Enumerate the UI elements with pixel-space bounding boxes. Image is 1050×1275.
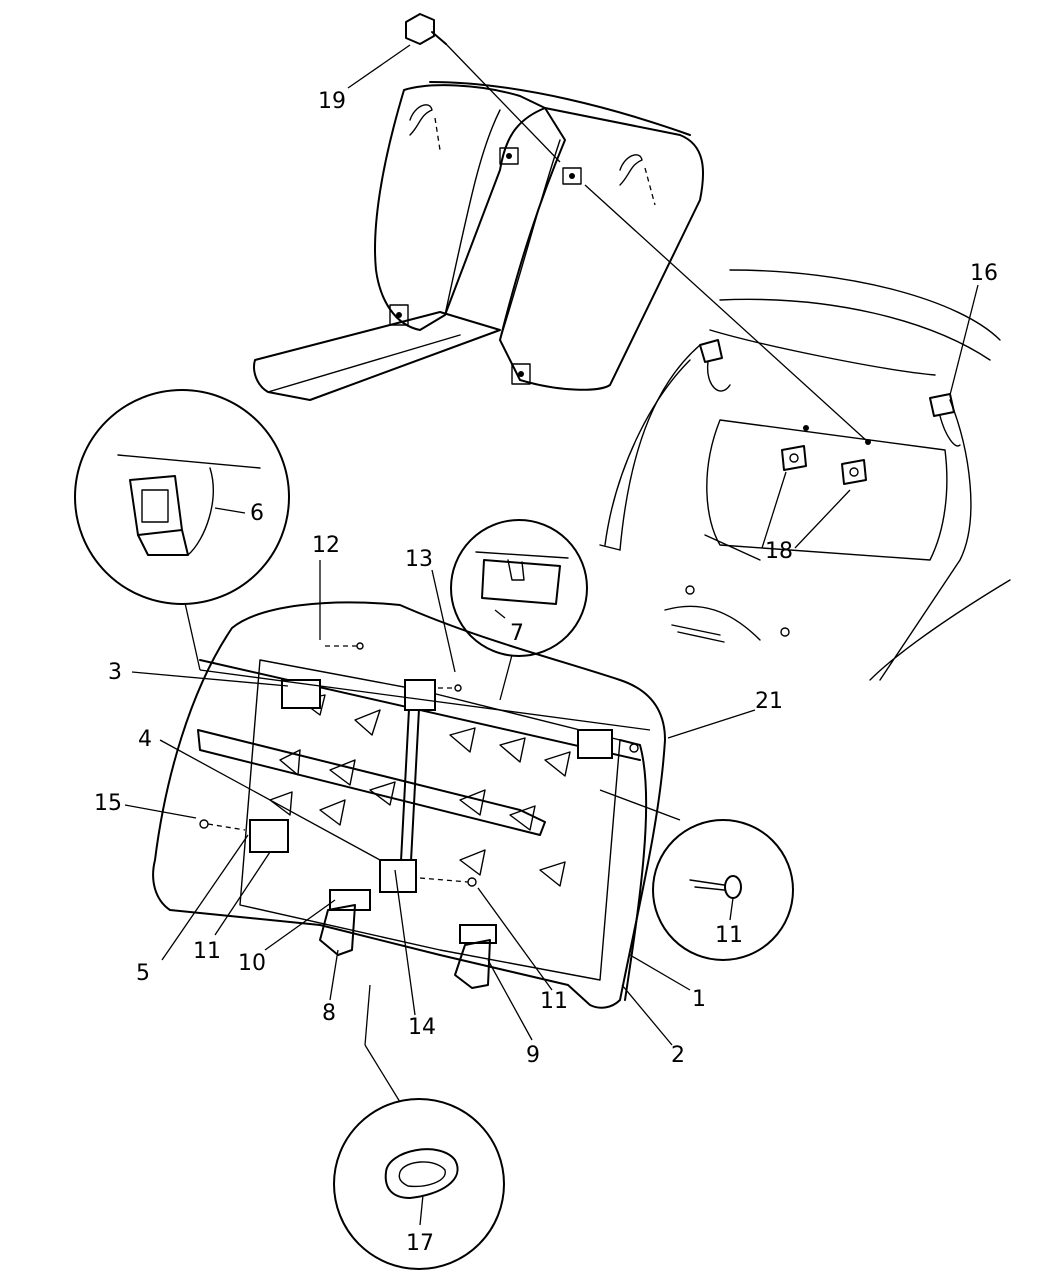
callout-4: 4	[138, 727, 152, 752]
callout-12: 12	[312, 533, 340, 558]
callout-8: 8	[322, 1001, 336, 1026]
callout-11-right: 11	[540, 989, 568, 1014]
vehicle-body-panel	[584, 184, 1011, 681]
callout-labels: 19 16 6 12 13 7 18 3 21 4 15 11 5 11 10 …	[94, 89, 998, 1256]
callout-11-detail: 11	[715, 923, 743, 948]
seat-cushion-assembly	[152, 601, 666, 1009]
detail-circle-17	[333, 984, 505, 1270]
callout-1: 1	[692, 987, 706, 1012]
callout-18: 18	[765, 539, 793, 564]
detail-circle-11	[599, 789, 794, 961]
callout-leaders	[124, 44, 979, 1226]
callout-14: 14	[408, 1015, 436, 1040]
callout-21: 21	[755, 689, 783, 714]
callout-9: 9	[526, 1043, 540, 1068]
callout-16: 16	[970, 261, 998, 286]
callout-19: 19	[318, 89, 346, 114]
callout-3: 3	[108, 660, 122, 685]
callout-6: 6	[250, 501, 264, 526]
bolt-19	[405, 13, 561, 163]
callout-17: 17	[406, 1231, 434, 1256]
seat-back-assembly	[253, 81, 705, 401]
callout-2: 2	[671, 1043, 685, 1068]
detail-circle-7	[450, 519, 588, 701]
callout-13: 13	[405, 547, 433, 572]
callout-10: 10	[238, 951, 266, 976]
callout-5: 5	[136, 961, 150, 986]
callout-7: 7	[510, 621, 524, 646]
detail-circle-6	[74, 389, 290, 671]
callout-11-left: 11	[193, 939, 221, 964]
callout-15: 15	[94, 791, 122, 816]
